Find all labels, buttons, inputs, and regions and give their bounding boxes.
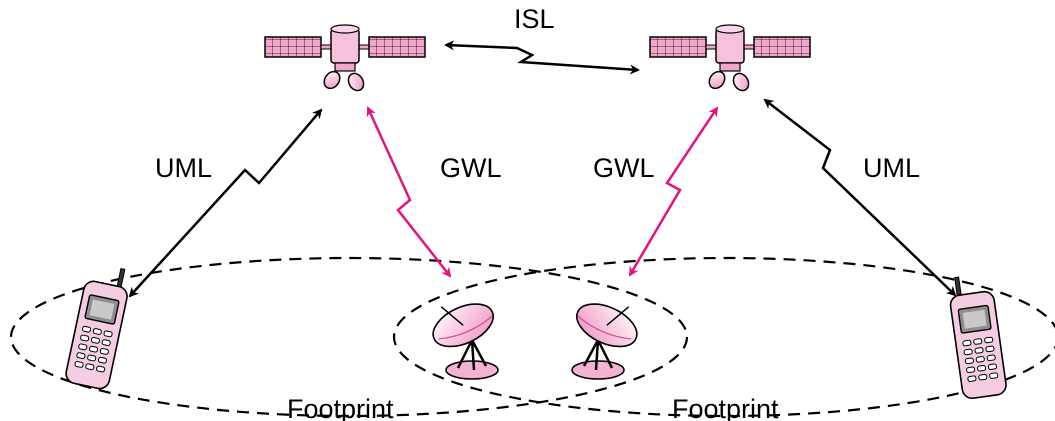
ground-station-dish-icon xyxy=(571,303,638,380)
gwl-left-link xyxy=(366,106,452,278)
footprint-right-ellipse xyxy=(392,256,1055,418)
gwl-right-label: GWL xyxy=(593,153,655,183)
gwl-right-link xyxy=(628,106,719,277)
uml-left-link xyxy=(128,108,323,298)
ground-station-dish-icon xyxy=(432,303,499,380)
footprint-left-ellipse xyxy=(9,256,689,418)
isl-label: ISL xyxy=(514,4,555,34)
gwl-left-label: GWL xyxy=(440,153,502,183)
satellite-icon xyxy=(264,24,426,92)
uml-right-link xyxy=(763,98,957,297)
uml-left-label: UML xyxy=(155,153,212,183)
uml-right-label: UML xyxy=(863,153,920,183)
isl-link xyxy=(444,40,640,75)
satellite-icon xyxy=(649,24,811,92)
mobile-phone-icon xyxy=(949,276,1007,400)
footprint-right-label: Footprint xyxy=(672,394,779,421)
mobile-phone-icon xyxy=(65,267,128,390)
footprint-left-label: Footprint xyxy=(287,394,394,421)
